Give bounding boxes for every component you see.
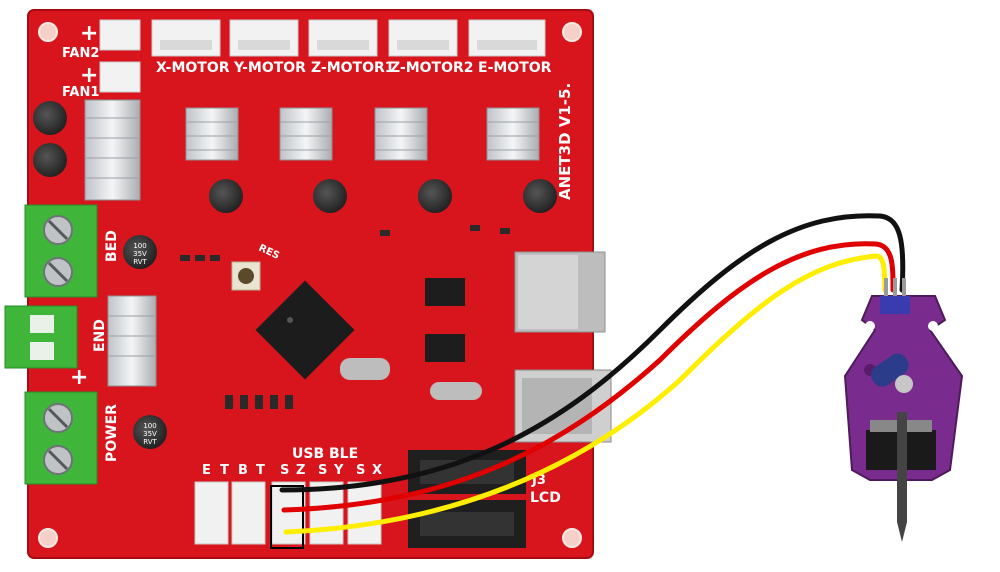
endstop-letter: B [238,463,248,478]
power-plus: + [70,365,88,390]
mounting-holes [38,22,582,548]
cap-voltage: 35V [143,430,157,438]
fan1-plus: + [80,63,98,88]
z-endstop-highlight [270,485,304,549]
heatsinks [84,99,540,387]
power-label: POWER [104,404,120,462]
z-motor1-label: Z-MOTOR1 [311,60,395,76]
e-motor-label: E-MOTOR [478,60,552,76]
wire-red [281,241,896,513]
x-motor-label: X-MOTOR [156,60,230,76]
fan1-label: FAN1 [62,85,99,100]
bed-label: BED [104,230,120,262]
endstop-letter: Y [333,463,344,478]
endstop-letter: S [318,463,327,478]
wire-black [279,213,906,493]
endstop-letter: T [256,463,265,478]
terminal-blocks [4,204,98,485]
endstop-letter: S [280,463,289,478]
board-name: ANET3D V1-5. [556,83,574,200]
pcb [28,10,593,558]
fan2-label: FAN2 [62,46,99,61]
wires [279,213,906,535]
usb-ble-label: USB BLE [292,446,358,462]
controller-board: FAN2 FAN1 + + X-MOTOR Y-MOTOR Z-MOTOR1 Z… [4,9,612,559]
ic-chips [340,278,482,400]
cap-value: 100 [143,422,156,430]
endstop-letters: E T B T S Z S Y S X [202,463,382,478]
z-motor2-label: Z-MOTOR2 [390,60,474,76]
endstop-letter: E [202,463,211,478]
wire-yellow [283,253,888,535]
fan2-plus: + [80,21,98,46]
cap-series: RVT [143,438,157,446]
cap-series: RVT [133,258,147,266]
cap-value: 100 [133,242,146,250]
motor-connectors [99,19,546,93]
endstop-letter: S [356,463,365,478]
bltouch-probe [843,278,964,542]
y-motor-label: Y-MOTOR [233,60,306,76]
end-label: END [92,319,108,352]
lcd-label: LCD [530,490,561,506]
cap-voltage: 35V [133,250,147,258]
capacitors [33,101,557,449]
endstop-letter: T [220,463,229,478]
endstop-letter: Z [296,463,305,478]
endstop-letter: X [372,463,382,478]
